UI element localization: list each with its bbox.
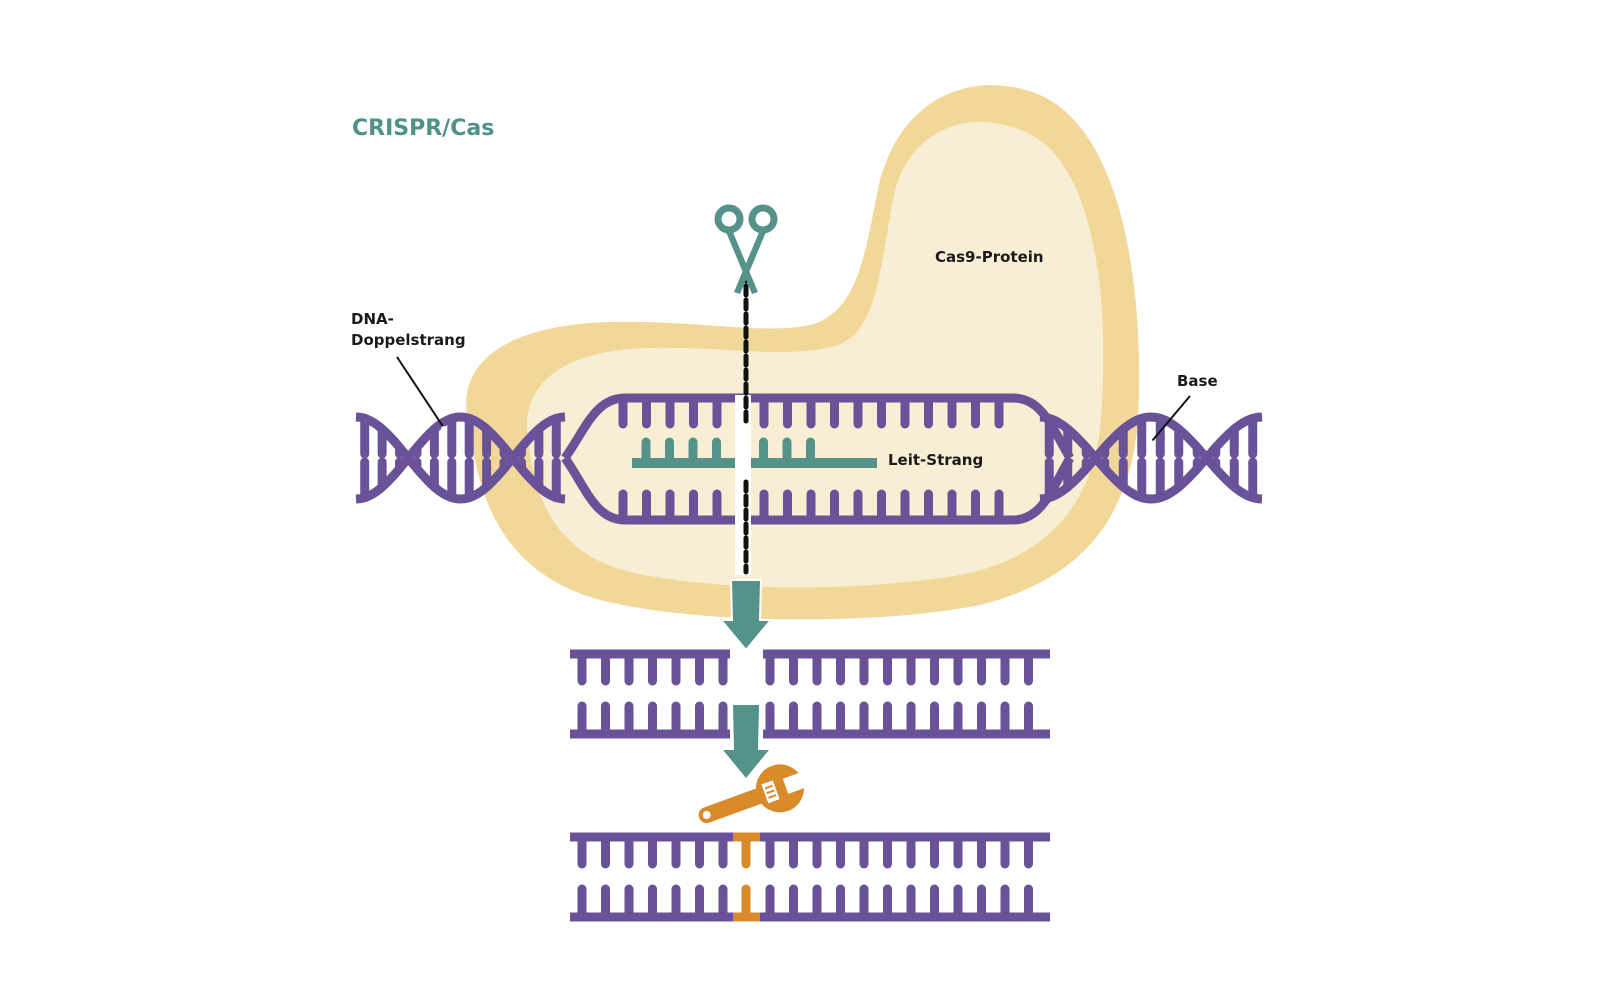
cut-line: [735, 269, 751, 575]
base-leader-dot: [1148, 440, 1154, 446]
dna-leader-dot: [441, 426, 447, 432]
dna-repaired-strands: [570, 832, 1050, 922]
guide-label: Leit-Strang: [888, 451, 983, 469]
base-label: Base: [1177, 372, 1218, 390]
protein-label: Cas9-Protein: [935, 248, 1044, 266]
backbone-top: [561, 393, 1074, 461]
scissors-icon: [714, 204, 778, 294]
arrow-down-icon: [723, 705, 769, 778]
base-leader-line: [1151, 395, 1191, 442]
diagram-title: CRISPR/Cas: [352, 116, 494, 141]
protein-inner: [527, 121, 1104, 588]
arrow-down-icon: [718, 579, 774, 652]
wrench-icon: [698, 764, 809, 824]
dna-leader-line: [396, 356, 445, 429]
backbone: [1039, 412, 1263, 504]
dna-label-line1: DNA-: [351, 310, 394, 328]
dna-helix-left: [355, 412, 566, 504]
cas9-protein: [466, 85, 1140, 620]
dna-open-bubble: [561, 393, 1074, 525]
backbone-bottom: [561, 455, 1074, 525]
dna-cut-strands: [570, 649, 1050, 739]
backbone: [1039, 412, 1263, 504]
dna-label-line2: Doppelstrang: [351, 331, 466, 349]
backbone: [355, 412, 566, 504]
backbone: [355, 412, 566, 504]
